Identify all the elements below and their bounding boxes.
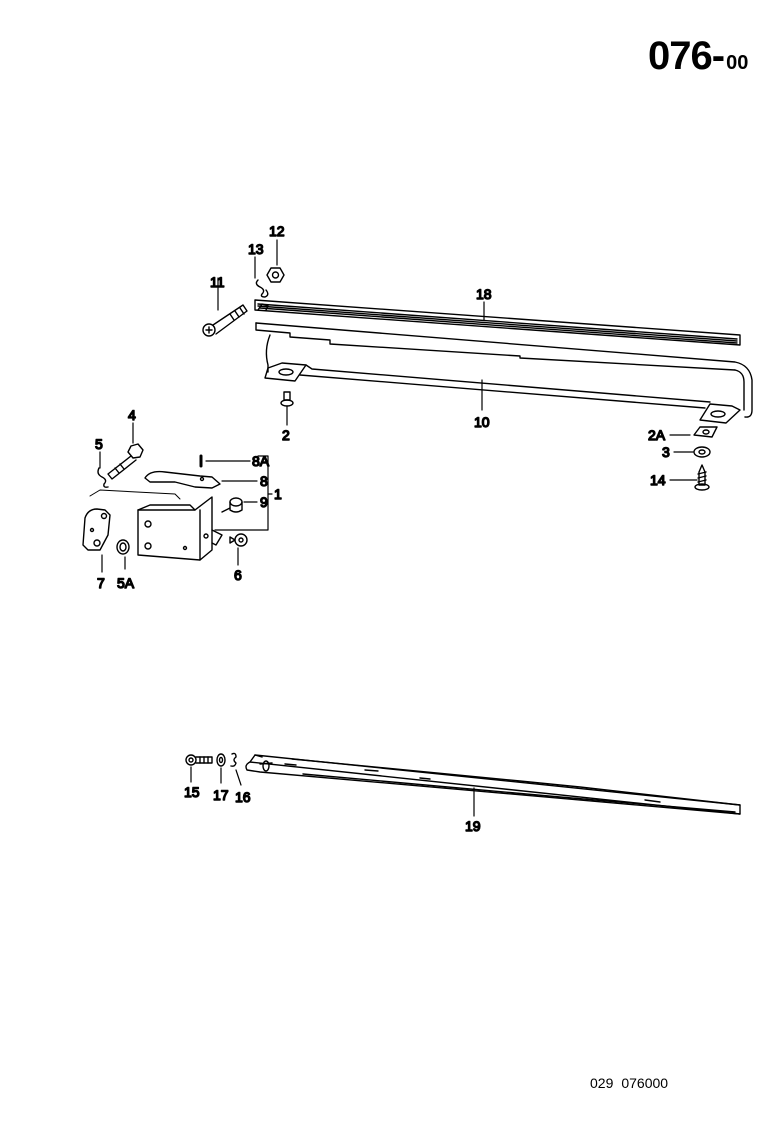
screw-14 bbox=[694, 464, 710, 491]
bolt-15 bbox=[185, 754, 213, 766]
page-code: 076-00 bbox=[648, 34, 748, 79]
nut-12 bbox=[266, 267, 285, 283]
callout-5: 5 bbox=[95, 436, 103, 452]
guide-line-5 bbox=[89, 489, 181, 500]
callout-8: 8 bbox=[260, 473, 268, 489]
clip-13 bbox=[255, 279, 269, 298]
bolt-11 bbox=[202, 304, 248, 337]
callout-19: 19 bbox=[465, 818, 481, 834]
guide-rail-10 bbox=[255, 322, 753, 424]
callout-1: 1 bbox=[274, 486, 282, 502]
washer-5A bbox=[116, 539, 130, 555]
footer-ref-prefix: 029 bbox=[590, 1075, 614, 1091]
callout-3: 3 bbox=[662, 444, 670, 460]
page-code-main: 076 bbox=[648, 34, 713, 78]
page-code-dash: - bbox=[711, 34, 725, 78]
seal-strip-18 bbox=[254, 299, 741, 346]
callout-10: 10 bbox=[474, 414, 490, 430]
callout-6: 6 bbox=[234, 567, 242, 583]
callout-4: 4 bbox=[128, 407, 136, 423]
lock-housing-1 bbox=[137, 496, 223, 561]
bolt-4 bbox=[107, 443, 144, 480]
screw-2 bbox=[280, 391, 294, 407]
rail-19 bbox=[245, 754, 741, 815]
nut-plate-2A bbox=[693, 426, 718, 438]
footer-ref-number: 076000 bbox=[621, 1075, 669, 1091]
footer-reference: 029 076000 bbox=[590, 1075, 668, 1091]
callout-13: 13 bbox=[248, 241, 264, 257]
clip-5 bbox=[97, 467, 109, 488]
callout-17: 17 bbox=[213, 787, 229, 803]
screw-6 bbox=[229, 533, 248, 547]
callout-16: 16 bbox=[235, 789, 251, 805]
washer-3 bbox=[693, 446, 711, 458]
washer-17 bbox=[216, 753, 226, 767]
callout-18: 18 bbox=[476, 286, 492, 302]
leader-lines bbox=[99, 239, 698, 817]
callout-9: 9 bbox=[260, 494, 268, 510]
callout-7: 7 bbox=[97, 575, 105, 591]
lever-8 bbox=[144, 470, 221, 489]
callout-15: 15 bbox=[184, 784, 200, 800]
callout-5A: 5A bbox=[117, 575, 135, 591]
latch-7 bbox=[82, 508, 111, 551]
page-code-suffix: 00 bbox=[726, 52, 749, 74]
callout-11: 11 bbox=[210, 274, 225, 290]
clip-16 bbox=[230, 752, 237, 767]
callout-14: 14 bbox=[650, 472, 666, 488]
spring-9 bbox=[221, 497, 243, 513]
callout-2: 2 bbox=[282, 427, 290, 443]
callout-8A: 8A bbox=[252, 453, 270, 469]
callout-12: 12 bbox=[269, 223, 285, 239]
callout-labels: 12 13 11 18 10 2 2A 3 14 4 5 8A 8 9 1 6 … bbox=[94, 222, 670, 834]
callout-2A: 2A bbox=[648, 427, 666, 443]
